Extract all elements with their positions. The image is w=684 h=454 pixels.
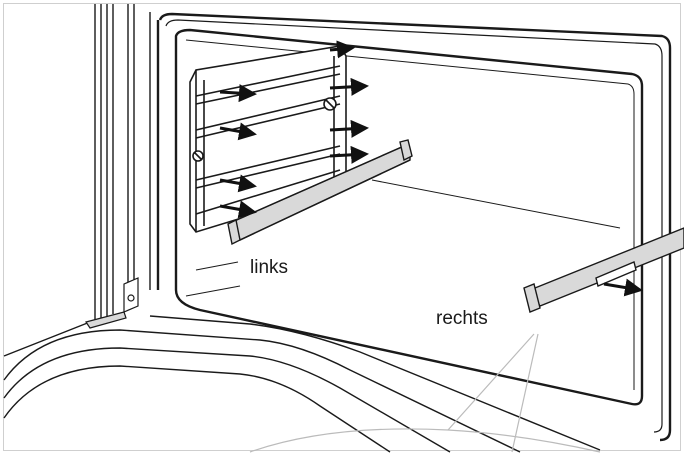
door-frame	[3, 4, 135, 357]
frame-border	[3, 3, 681, 451]
callout-lines	[249, 333, 601, 453]
oven-inner-cavity	[174, 28, 644, 406]
door-hinge	[85, 277, 139, 329]
left-telescopic-rail	[227, 139, 413, 246]
pull-arrow-icon	[603, 278, 643, 297]
label-right: rechts	[436, 308, 488, 329]
left-rack	[189, 45, 347, 233]
right-telescopic-rail	[523, 227, 684, 313]
oven-outer-edge	[158, 12, 672, 442]
door-bottom	[3, 315, 601, 453]
push-arrows	[219, 40, 369, 219]
label-left: links	[250, 257, 289, 278]
oven-floor	[185, 179, 621, 297]
